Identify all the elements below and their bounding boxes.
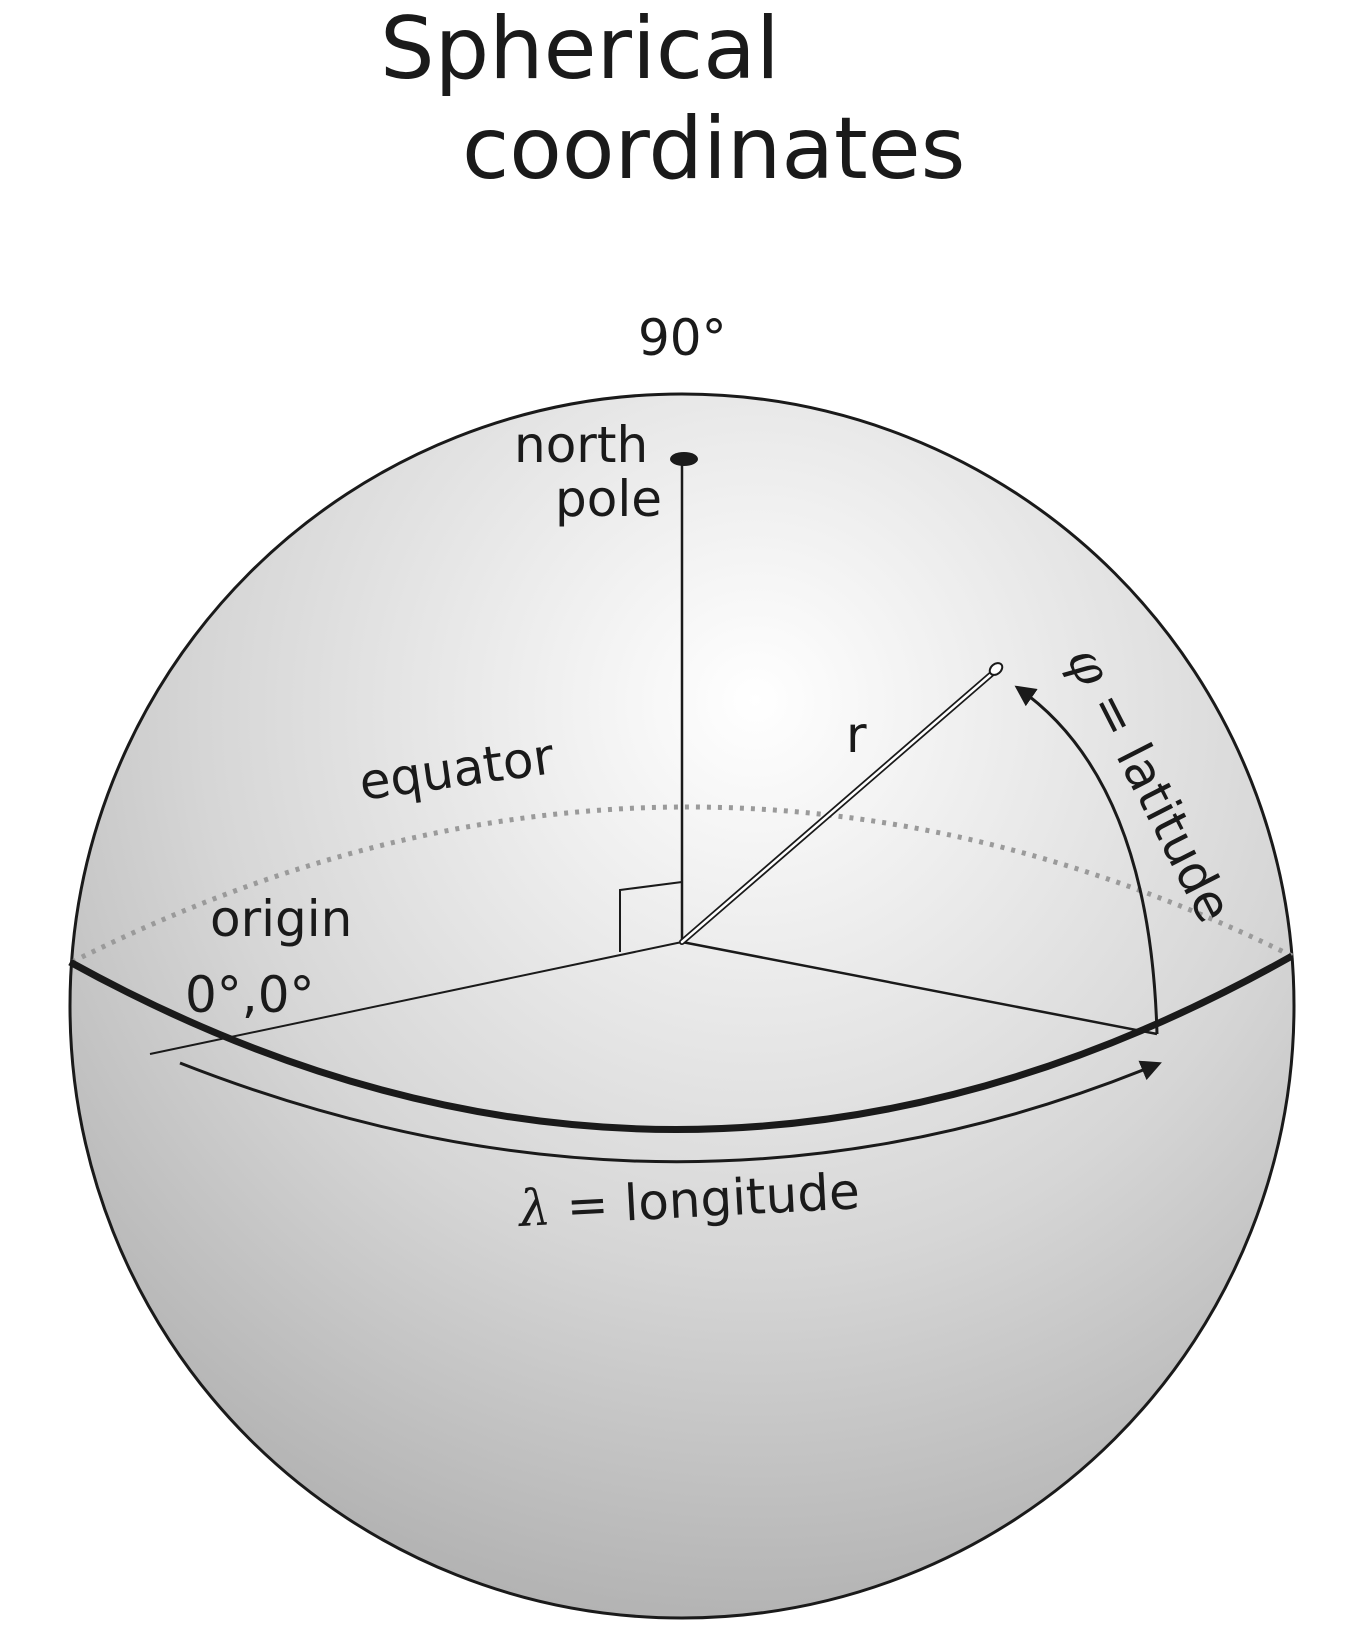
north-pole-marker bbox=[670, 452, 698, 466]
title-line-1: Spherical bbox=[380, 0, 780, 99]
latitude-arc bbox=[1014, 685, 1159, 1035]
label-origin-coords: 0°,0° bbox=[185, 966, 315, 1024]
title-line-2: coordinates bbox=[462, 99, 966, 199]
right-angle-marker bbox=[619, 881, 683, 952]
point-marker bbox=[988, 662, 1004, 676]
label-pole: pole bbox=[555, 470, 662, 528]
label-radius: r bbox=[846, 706, 867, 764]
radius-vector-fill bbox=[680, 669, 997, 944]
equator-front bbox=[68, 952, 1294, 1133]
longitude-line bbox=[681, 940, 1158, 1036]
longitude-arc bbox=[179, 1060, 1162, 1164]
sphere bbox=[68, 392, 1296, 1620]
longitude-symbol: λ bbox=[516, 1178, 553, 1238]
label-north: north bbox=[514, 416, 648, 474]
origin-line bbox=[149, 941, 683, 1055]
label-90-degrees: 90° bbox=[638, 309, 727, 367]
label-origin: origin bbox=[210, 890, 352, 948]
